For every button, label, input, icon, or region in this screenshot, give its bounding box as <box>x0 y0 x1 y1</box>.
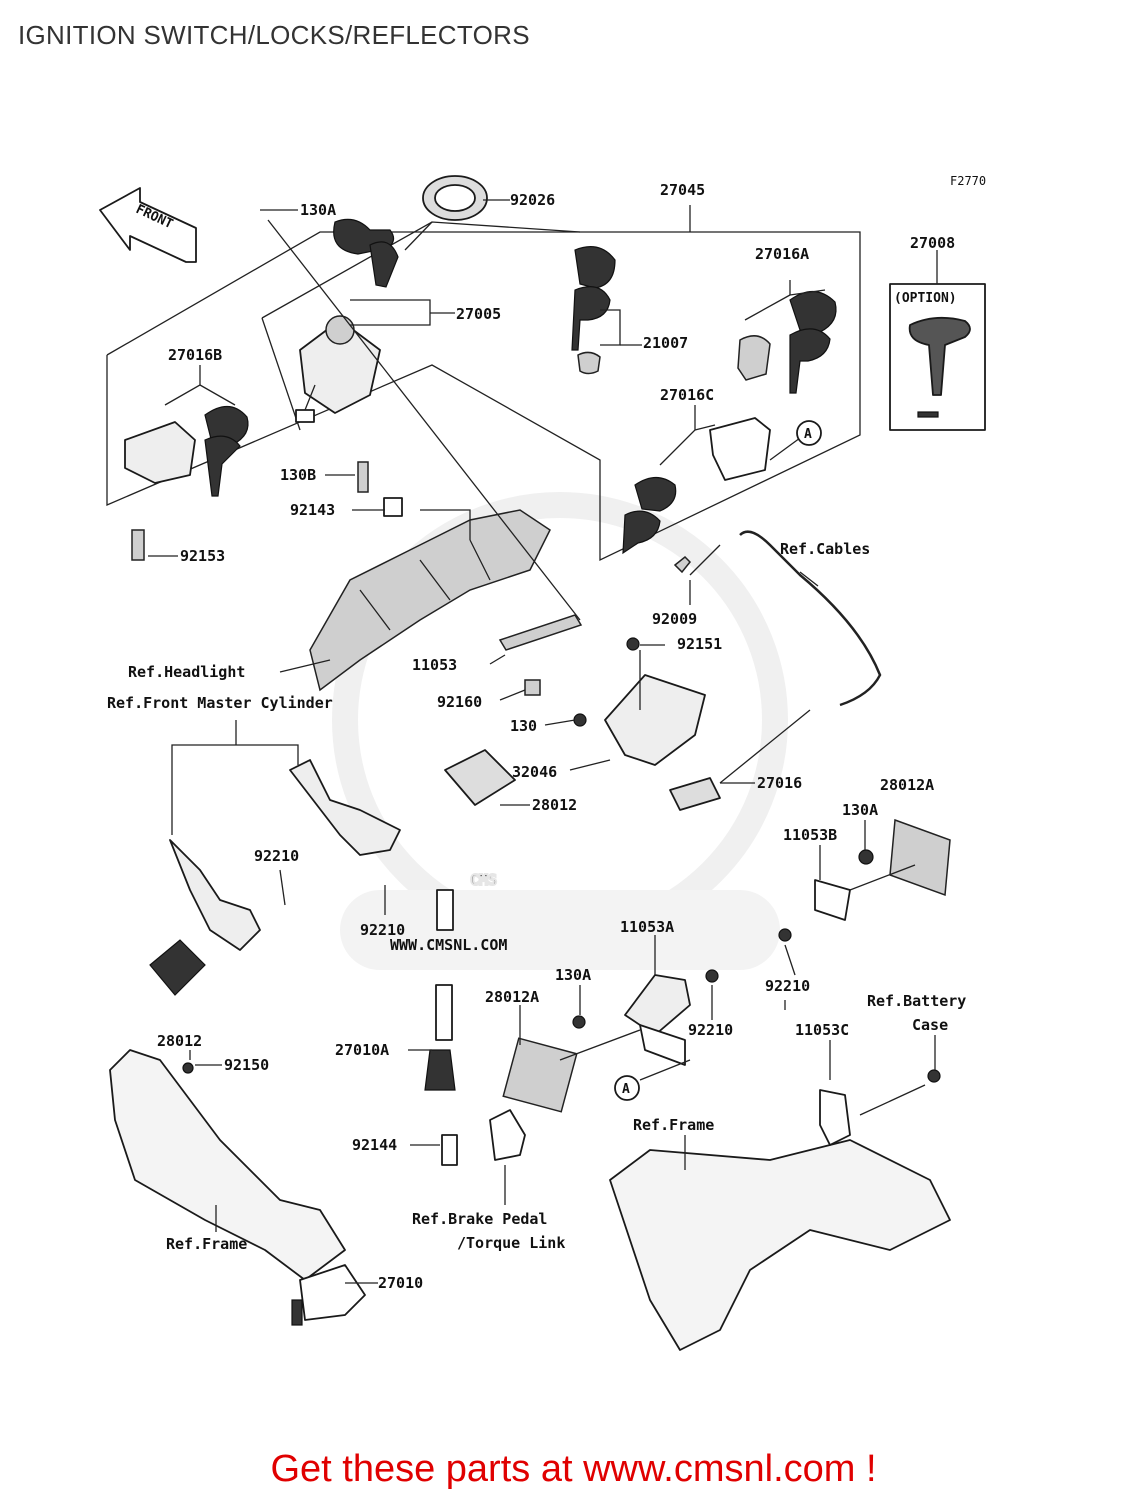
marker-a-circle <box>796 420 822 446</box>
callout-130a: 130A <box>555 966 591 984</box>
callout-92026: 92026 <box>510 191 555 209</box>
option-label: (OPTION) <box>894 291 957 306</box>
callout-ref-brake-pedal: /Torque Link <box>457 1234 565 1252</box>
key-set-27016c <box>622 417 771 555</box>
callout-21007: 21007 <box>643 334 688 352</box>
bracket-11053a <box>502 969 719 1113</box>
callout-27016b: 27016B <box>168 346 222 364</box>
callout-28012a: 28012A <box>485 988 539 1006</box>
option-box: (OPTION) <box>889 283 986 431</box>
callout-130: 130 <box>510 717 537 735</box>
callout-11053: 11053 <box>412 656 457 674</box>
watermark-brand: CMS <box>470 871 497 889</box>
footer-cta-link[interactable]: Get these parts at www.cmsnl.com ! <box>270 1448 877 1490</box>
callout-ref-headlight: Ref.Headlight <box>128 663 245 681</box>
ignition-switch <box>295 315 381 423</box>
callout-28012a: 28012A <box>880 776 934 794</box>
leader-lines <box>148 199 938 1284</box>
callout-92210: 92210 <box>254 847 299 865</box>
key-set-27016a <box>737 290 837 394</box>
key-set-27016b <box>124 405 249 497</box>
callout-ref-cables: Ref.Cables <box>780 540 870 558</box>
callout-32046: 32046 <box>512 763 557 781</box>
callout-ref-battery-case: Case <box>912 1016 948 1034</box>
small-parts-upper <box>131 461 692 727</box>
callout-11053c: 11053C <box>795 1021 849 1039</box>
callout-28012: 28012 <box>157 1032 202 1050</box>
callout-27016: 27016 <box>757 774 802 792</box>
callout-27016a: 27016A <box>755 245 809 263</box>
watermark-url: WWW.CMSNL.COM <box>390 936 507 954</box>
callout-11053b: 11053B <box>783 826 837 844</box>
callout-92150: 92150 <box>224 1056 269 1074</box>
page-title: IGNITION SWITCH/LOCKS/REFLECTORS <box>18 20 530 50</box>
marker-a-label: A <box>804 427 812 442</box>
callout-27010a: 27010A <box>335 1041 389 1059</box>
headlight-bracket <box>309 509 551 692</box>
callout-ref-frame: Ref.Frame <box>166 1235 247 1253</box>
callout-92210: 92210 <box>688 1021 733 1039</box>
callout-130a: 130A <box>842 801 878 819</box>
callout-130a: 130A <box>300 201 336 219</box>
reflector-bracket-left <box>149 720 516 996</box>
key-set-21007 <box>571 246 616 375</box>
callout-labels: 130A 92026 27045 27005 27016A 27008 2100… <box>107 181 966 1292</box>
marker-a-circle <box>614 1075 640 1101</box>
callout-92143: 92143 <box>290 501 335 519</box>
callout-92009: 92009 <box>652 610 697 628</box>
callout-27045: 27045 <box>660 181 705 199</box>
callout-92153: 92153 <box>180 547 225 565</box>
callout-ref-battery-case: Ref.Battery <box>867 992 966 1010</box>
brake-switch-27010a <box>424 889 526 1166</box>
frame-right <box>609 1069 951 1351</box>
frame-left <box>109 1049 346 1281</box>
figure-code: F2770 <box>950 174 986 188</box>
reflector-right <box>778 818 951 942</box>
callout-27010: 27010 <box>378 1274 423 1292</box>
callout-92151: 92151 <box>677 635 722 653</box>
callout-92210: 92210 <box>765 977 810 995</box>
callout-ref-brake-pedal: Ref.Brake Pedal <box>412 1210 547 1228</box>
callout-130b: 130B <box>280 466 316 484</box>
callout-92210: 92210 <box>360 921 405 939</box>
callout-92160: 92160 <box>437 693 482 711</box>
callout-ref-frame: Ref.Frame <box>633 1116 714 1134</box>
callout-27016c: 27016C <box>660 386 714 404</box>
switch-27010 <box>291 1264 366 1326</box>
cable <box>739 530 882 707</box>
callout-27008: 27008 <box>910 234 955 252</box>
bracket-32046 <box>604 674 721 811</box>
callout-92144: 92144 <box>352 1136 397 1154</box>
callout-27005: 27005 <box>456 305 501 323</box>
callout-28012: 28012 <box>532 796 577 814</box>
key-set-27005 <box>333 175 488 288</box>
callout-11053a: 11053A <box>620 918 674 936</box>
front-arrow-icon: FRONT <box>99 187 197 263</box>
callout-ref-front-master-cylinder: Ref.Front Master Cylinder <box>107 694 333 712</box>
marker-a-label: A <box>622 1082 630 1097</box>
